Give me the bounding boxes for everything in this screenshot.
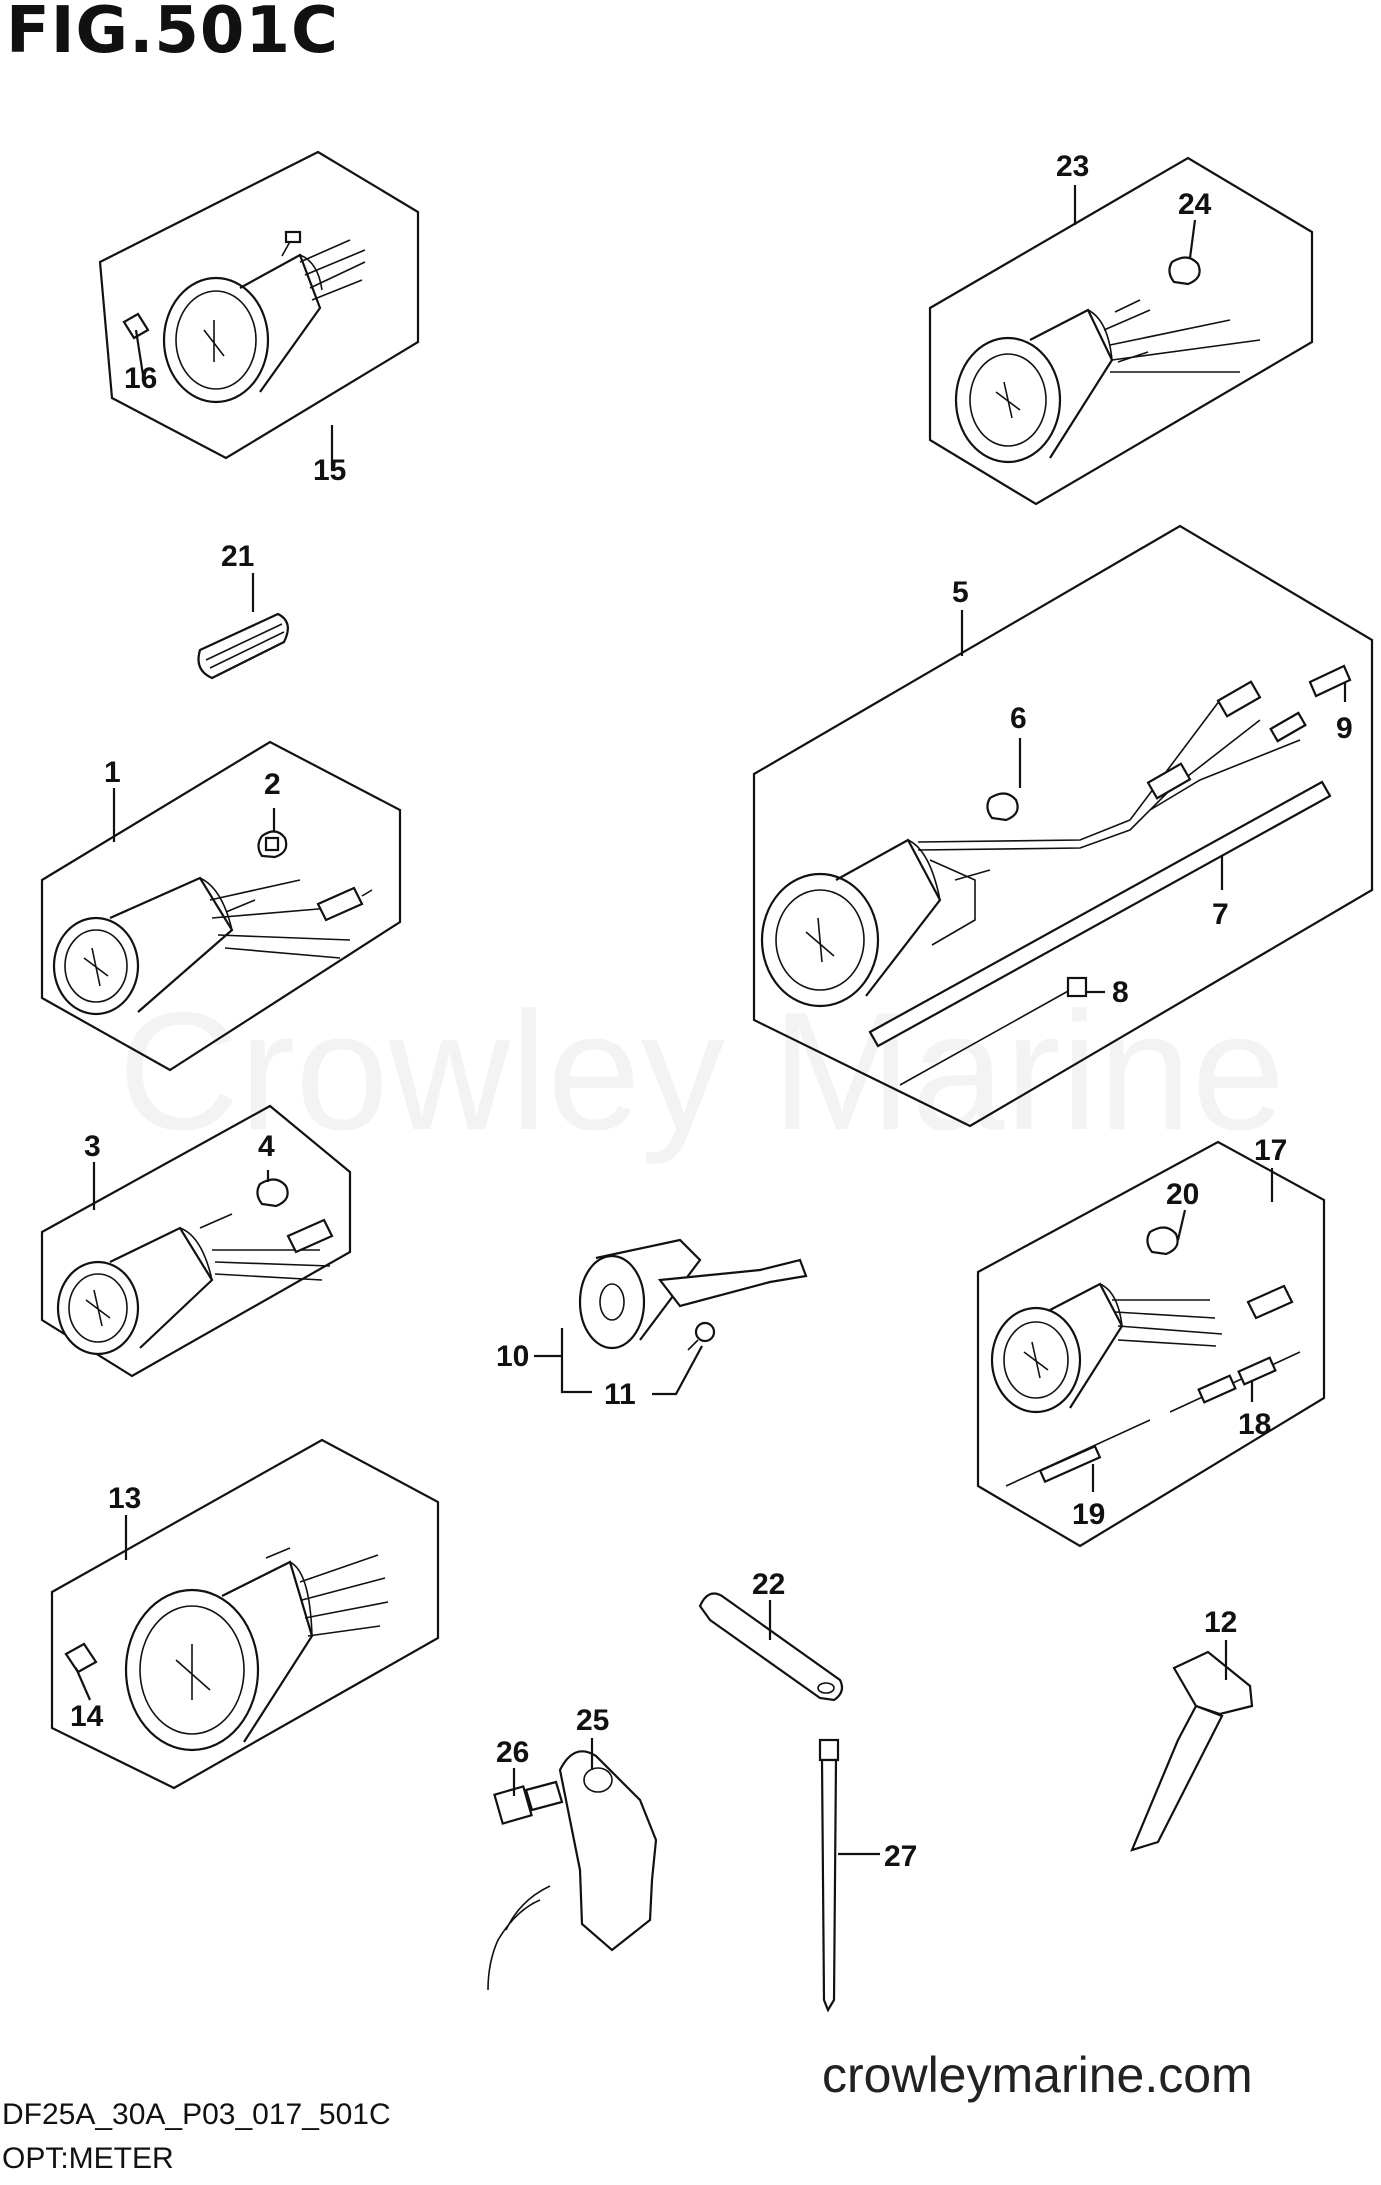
connectors-9 <box>1129 664 1352 831</box>
callout-7: 7 <box>1212 898 1229 931</box>
callout-6: 6 <box>1010 702 1027 735</box>
gauge-17 <box>990 1282 1223 1414</box>
callout-16: 16 <box>124 362 157 395</box>
callout-14: 14 <box>70 1700 104 1733</box>
gauge-13 <box>124 1547 389 1752</box>
bulb-14 <box>64 1642 98 1674</box>
figure-title: FIG.501C <box>6 0 339 68</box>
callout-19: 19 <box>1072 1498 1105 1531</box>
bracket-22 <box>698 1592 844 1702</box>
gauge-1 <box>52 876 351 1016</box>
cable-tie-27 <box>818 1738 840 2013</box>
bulb-24 <box>1168 256 1201 286</box>
bulb-20 <box>1146 1226 1179 1256</box>
bulb-4b <box>286 1218 334 1254</box>
callout-12: 12 <box>1204 1606 1237 1639</box>
group-box-13 <box>50 1438 440 1790</box>
leader-lines <box>74 185 1347 1856</box>
callout-10: 10 <box>496 1340 529 1373</box>
bulb-6 <box>986 792 1019 822</box>
callout-21: 21 <box>221 540 254 573</box>
bolt-26 <box>493 1780 564 1825</box>
watermark-text: Crowley Marine <box>118 975 1285 1168</box>
bulb-4 <box>256 1178 289 1208</box>
callout-15: 15 <box>313 454 346 487</box>
bulb-2 <box>257 830 288 859</box>
callout-17: 17 <box>1254 1134 1287 1167</box>
cable-tie-8 <box>899 976 1088 1086</box>
callout-9: 9 <box>1336 712 1353 745</box>
tube-7 <box>868 780 1332 1048</box>
callout-22: 22 <box>752 1568 785 1601</box>
bulb-20b <box>1246 1284 1294 1320</box>
bulb-2b <box>316 886 373 922</box>
sensor-12 <box>1130 1650 1254 1852</box>
gauge-15 <box>162 230 366 404</box>
group-box-5 <box>752 524 1374 1128</box>
screw-11 <box>687 1321 716 1351</box>
callout-20: 20 <box>1166 1178 1199 1211</box>
website-link[interactable]: crowleymarine.com <box>822 2047 1253 2103</box>
callout-8: 8 <box>1112 976 1129 1009</box>
callout-5: 5 <box>952 576 969 609</box>
callout-11: 11 <box>604 1378 636 1411</box>
callout-2: 2 <box>264 768 281 801</box>
callout-26: 26 <box>496 1736 529 1769</box>
callout-3: 3 <box>84 1130 101 1163</box>
callout-13: 13 <box>108 1482 141 1515</box>
callout-18: 18 <box>1238 1408 1271 1441</box>
lead-wire-18 <box>1169 1351 1301 1413</box>
bulb-16 <box>122 312 150 340</box>
group-box-15 <box>98 150 420 460</box>
gauge-3 <box>56 1213 331 1356</box>
sensor-assembly-10 <box>578 1238 808 1350</box>
callout-23: 23 <box>1056 150 1089 183</box>
callout-24: 24 <box>1178 188 1212 221</box>
section-name: OPT:METER <box>2 2142 174 2175</box>
group-box-3 <box>40 1104 352 1378</box>
callout-25: 25 <box>576 1704 609 1737</box>
callout-27: 27 <box>884 1840 917 1873</box>
lead-wire-19 <box>1005 1419 1151 1487</box>
gauge-23 <box>954 299 1261 464</box>
callout-1: 1 <box>104 756 121 789</box>
group-box-17 <box>976 1140 1326 1548</box>
cap-21 <box>197 612 289 680</box>
model-code: DF25A_30A_P03_017_501C <box>2 2098 391 2131</box>
callout-4: 4 <box>258 1130 275 1163</box>
group-box-23 <box>928 156 1314 506</box>
gauge-5 <box>760 819 1131 1008</box>
group-box-1 <box>40 740 402 1072</box>
bracket-25 <box>487 1750 658 1991</box>
